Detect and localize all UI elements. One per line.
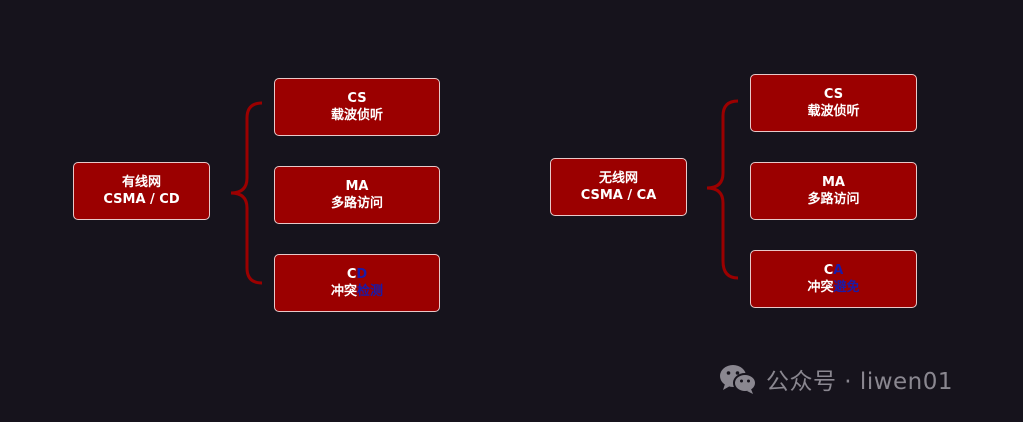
node-abbr: CA — [824, 262, 844, 279]
left-cs-node: CS 载波侦听 — [274, 78, 440, 136]
node-title: 无线网 — [598, 171, 638, 186]
node-subtitle: CSMA / CA — [580, 188, 657, 203]
watermark: 公众号 · liwen01 — [718, 362, 953, 396]
abbr-highlight: A — [833, 263, 844, 278]
desc-plain: 冲突 — [330, 284, 357, 299]
node-subtitle: CSMA / CD — [103, 192, 180, 207]
abbr-plain: C — [346, 267, 357, 282]
node-desc: 多路访问 — [807, 192, 860, 207]
left-ma-node: MA 多路访问 — [274, 166, 440, 224]
node-desc: 载波侦听 — [330, 108, 383, 123]
left-bracket — [230, 101, 263, 285]
watermark-text: 公众号 · liwen01 — [766, 369, 954, 395]
wechat-icon — [720, 365, 757, 394]
node-desc: 冲突检测 — [331, 283, 383, 300]
node-desc: 冲突避免 — [807, 279, 859, 296]
node-abbr: CD — [347, 266, 367, 283]
left-cd-node: CD 冲突检测 — [274, 254, 440, 312]
desc-highlight: 避免 — [833, 280, 860, 295]
wired-network-node: 有线网 CSMA / CD — [73, 162, 210, 220]
node-abbr: CS — [823, 87, 844, 102]
node-abbr: MA — [345, 179, 369, 194]
node-abbr: MA — [822, 175, 845, 190]
node-title: 有线网 — [121, 175, 161, 190]
node-abbr: CS — [347, 91, 367, 106]
right-bracket — [706, 99, 739, 280]
abbr-plain: C — [823, 263, 834, 278]
right-ma-node: MA 多路访问 — [750, 162, 917, 220]
node-desc: 多路访问 — [330, 196, 383, 211]
desc-plain: 冲突 — [807, 280, 834, 295]
wireless-network-node: 无线网 CSMA / CA — [550, 158, 687, 216]
node-desc: 载波侦听 — [807, 104, 860, 119]
right-ca-node: CA 冲突避免 — [750, 250, 917, 308]
abbr-highlight: D — [356, 267, 368, 282]
right-cs-node: CS 载波侦听 — [750, 74, 917, 132]
desc-highlight: 检测 — [357, 284, 384, 299]
